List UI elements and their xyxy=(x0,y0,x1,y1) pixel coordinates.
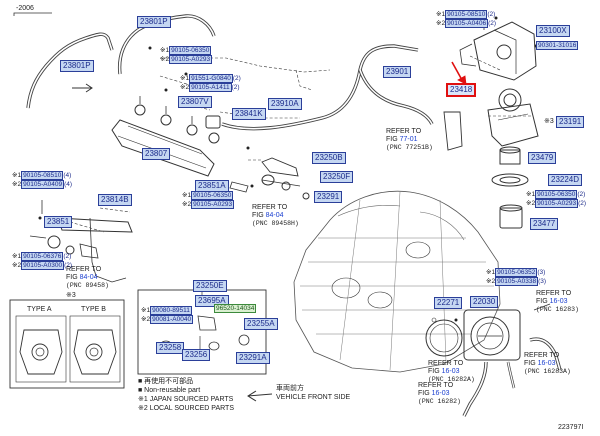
fig-link-16-03-b[interactable]: 16-03 xyxy=(441,368,460,375)
part-23258[interactable]: 23258 xyxy=(156,342,185,354)
subpart-line[interactable]: 96520-14034 xyxy=(214,304,257,313)
refer-note-77-01: REFER TO FIG 77-01 (PNC 77251B) xyxy=(386,128,433,151)
part-23851[interactable]: 23851 xyxy=(44,216,73,228)
legend-line-nonreusable: ■ Non-reusable part xyxy=(138,387,201,394)
part-23100X[interactable]: 23100X xyxy=(536,25,570,37)
subpart-code[interactable]: 90105-06350 xyxy=(535,190,578,199)
part-23479[interactable]: 23479 xyxy=(528,152,557,164)
part-23250B[interactable]: 23250B xyxy=(312,152,346,164)
part-22271[interactable]: 22271 xyxy=(434,297,463,309)
part-23224D[interactable]: 23224D xyxy=(548,174,583,186)
subpart-code[interactable]: 90105-A1411 xyxy=(189,83,232,92)
subpart-code[interactable]: 90080-89511 xyxy=(150,306,192,315)
part-23807V[interactable]: 23807V xyxy=(178,96,212,108)
fig-link-84-04-b[interactable]: 84-04 xyxy=(79,274,98,281)
subpart-code[interactable]: 90105-A0406 xyxy=(445,19,489,28)
subpart-code[interactable]: 91551-G0840 xyxy=(189,74,233,83)
refer-note-16-03-c: REFER TO FIG 16-03 (PNC 16283A) xyxy=(524,352,571,375)
part-22030[interactable]: 22030 xyxy=(470,296,499,308)
part-23814B[interactable]: 23814B xyxy=(98,194,132,206)
subpart-code[interactable]: 90105-A0293 xyxy=(535,199,579,208)
vehicle-front-en: VEHICLE FRONT SIDE xyxy=(276,394,351,401)
part-23807[interactable]: 23807 xyxy=(142,148,171,160)
part-23291[interactable]: 23291 xyxy=(314,191,343,203)
subpart-code[interactable]: 90105-06352 xyxy=(495,268,538,277)
part-23910A[interactable]: 23910A xyxy=(268,98,302,110)
legend-line-jp: ■ 再使用不可部品 xyxy=(138,378,194,385)
figure-number: 223797I xyxy=(558,424,584,431)
refer-note-16-03-d: REFER TO FIG 16-03 (PNC 16282) xyxy=(418,382,461,405)
type-a-label: TYPE A xyxy=(27,306,52,313)
refer-note-84-04-b: REFER TO FIG 84-04 (PNC 89458) xyxy=(66,266,109,289)
subpart-code[interactable]: 90105-A0409 xyxy=(21,180,65,189)
legend: ■ 再使用不可部品 ■ Non-reusable part ※1 JAPAN S… xyxy=(138,377,234,413)
bracket-note-mark: ※3 xyxy=(544,118,554,125)
part-23418-highlighted[interactable]: 23418 xyxy=(446,83,477,97)
fig-link-16-03-c[interactable]: 16-03 xyxy=(537,360,556,367)
part-23901[interactable]: 23901 xyxy=(383,66,412,78)
fig-link-84-04-a[interactable]: 84-04 xyxy=(265,212,284,219)
part-23250E[interactable]: 23250E xyxy=(193,280,227,292)
subpart-code[interactable]: 90301-31016 xyxy=(536,41,579,50)
part-23255A[interactable]: 23255A xyxy=(244,318,278,330)
refer-note-84-04-a: REFER TO FIG 84-04 (PNC 89458H) xyxy=(252,204,299,227)
subpart-code[interactable]: 90105-A0300 xyxy=(21,261,65,270)
part-23191[interactable]: 23191 xyxy=(556,116,585,128)
part-23841K[interactable]: 23841K xyxy=(232,108,266,120)
part-23291A[interactable]: 23291A xyxy=(236,352,270,364)
fig-link-77-01[interactable]: 77-01 xyxy=(399,136,418,143)
part-23477[interactable]: 23477 xyxy=(530,218,559,230)
fig-link-16-03-a[interactable]: 16-03 xyxy=(549,298,568,305)
part-23851A[interactable]: 23851A xyxy=(195,180,229,192)
subpart-code[interactable]: 90081-A0040 xyxy=(150,315,194,324)
subpart-code[interactable]: 90105-08510 xyxy=(21,171,64,180)
refer-note-16-03-b: REFER TO FIG 16-03 (PNC 16282A) xyxy=(428,360,475,383)
part-23256[interactable]: 23256 xyxy=(182,349,211,361)
refer-note-16-03-a: REFER TO FIG 16-03 (PNC 16283) xyxy=(536,290,579,313)
legend-line-local: ※2 LOCAL SOURCED PARTS xyxy=(138,405,234,412)
subpart-code[interactable]: 90105-06376 xyxy=(21,252,64,261)
legend-line-japan: ※1 JAPAN SOURCED PARTS xyxy=(138,396,234,403)
year-range-label: -2006 xyxy=(16,5,34,12)
subpart-code[interactable]: 90105-06350 xyxy=(169,46,212,55)
vehicle-front-jp: 車両前方 xyxy=(276,385,304,392)
subpart-code[interactable]: 90105-A0293 xyxy=(191,200,235,209)
type-box-note-mark: ※3 xyxy=(66,292,76,299)
fig-link-16-03-d[interactable]: 16-03 xyxy=(431,390,450,397)
part-23250F[interactable]: 23250F xyxy=(320,171,354,183)
part-23801P-left[interactable]: 23801P xyxy=(60,60,94,72)
part-23801P-top[interactable]: 23801P xyxy=(137,16,171,28)
subpart-code[interactable]: 90105-06350 xyxy=(191,191,234,200)
subpart-code[interactable]: 90105-A0338 xyxy=(495,277,539,286)
subpart-code[interactable]: 90105-A0293 xyxy=(169,55,213,64)
subpart-code-nonreusable[interactable]: 96520-14034 xyxy=(214,304,257,313)
subpart-line[interactable]: 90301-31016 xyxy=(536,41,579,50)
subpart-code[interactable]: 90105-08510 xyxy=(445,10,488,19)
type-b-label: TYPE B xyxy=(81,306,106,313)
